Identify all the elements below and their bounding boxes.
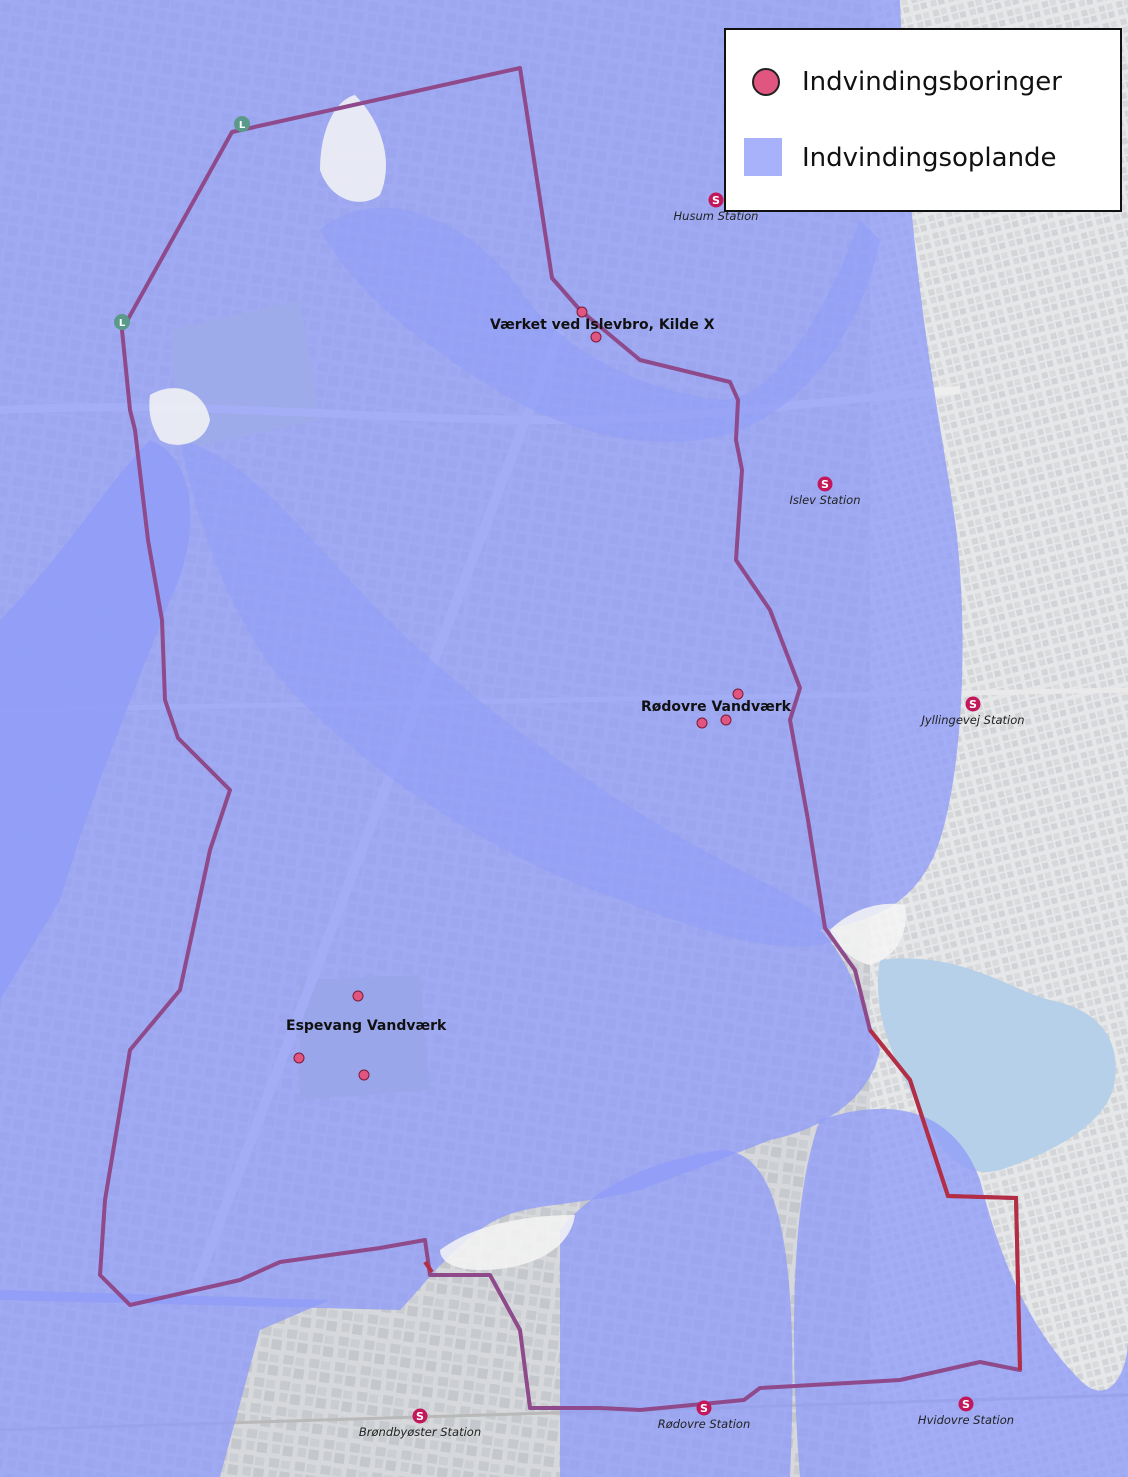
station-label: Jyllingevej Station	[919, 713, 1024, 727]
catchment-west-band[interactable]	[0, 440, 191, 1000]
station-label: Brøndbyøster Station	[359, 1425, 481, 1439]
station-marker[interactable]: S Brøndbyøster Station	[359, 1408, 481, 1440]
metro-stop: L	[114, 314, 130, 330]
uncovered-area	[440, 1215, 575, 1270]
station-marker[interactable]: S Rødovre Station	[658, 1400, 751, 1432]
well-point[interactable]	[696, 717, 708, 729]
well-point[interactable]	[576, 306, 588, 318]
svg-text:L: L	[239, 120, 246, 131]
s-train-letter: S	[962, 1398, 970, 1411]
catchment-south-1[interactable]	[560, 1150, 793, 1477]
uncovered-area	[149, 388, 210, 445]
legend-label-wells: Indvindingsboringer	[802, 67, 1062, 97]
station-label: Hvidovre Station	[918, 1413, 1014, 1427]
station-label: Islev Station	[790, 493, 861, 507]
map-legend: Indvindingsboringer Indvindingsoplande	[724, 28, 1122, 212]
s-train-icon	[817, 476, 833, 492]
well-symbol-icon	[752, 68, 780, 96]
well-point[interactable]	[590, 331, 602, 343]
catchment-symbol-icon	[744, 138, 782, 176]
catchment-main[interactable]	[0, 0, 963, 1310]
s-train-letter: S	[416, 1410, 424, 1423]
station-marker[interactable]: S Hvidovre Station	[918, 1396, 1014, 1428]
s-train-letter: S	[821, 478, 829, 491]
well-point[interactable]	[732, 688, 744, 700]
uncovered-area	[320, 95, 386, 202]
s-train-letter: S	[700, 1402, 708, 1415]
uncovered-area	[830, 903, 906, 965]
station-marker[interactable]: S Husum Station	[674, 192, 759, 224]
well-point[interactable]	[293, 1052, 305, 1064]
s-train-icon	[696, 1400, 712, 1416]
well-point[interactable]	[720, 714, 732, 726]
station-label: Rødovre Station	[658, 1417, 751, 1431]
s-train-icon	[965, 696, 981, 712]
municipality-boundary[interactable]	[98, 66, 1022, 1412]
metro-stop: L	[234, 116, 250, 132]
legend-label-catchment: Indvindingsoplande	[802, 143, 1057, 173]
s-train-letter: S	[712, 194, 720, 207]
well-point[interactable]	[358, 1069, 370, 1081]
waterworks-label: Værket ved Islevbro, Kilde X	[490, 317, 715, 333]
catchment-diagonal[interactable]	[180, 440, 840, 947]
catchment-north-arc[interactable]	[320, 207, 880, 442]
s-train-icon	[958, 1396, 974, 1412]
boundary-segment	[868, 1028, 1022, 1371]
boundary-segment	[423, 1260, 434, 1274]
waterworks-label: Rødovre Vandværk	[641, 699, 792, 715]
lake	[878, 958, 1116, 1172]
wells[interactable]	[293, 306, 744, 1081]
station-marker[interactable]: S Islev Station	[790, 476, 861, 508]
waterworks-label: Espevang Vandværk	[286, 1018, 447, 1034]
station-marker[interactable]: S Jyllingevej Station	[919, 696, 1025, 728]
station-label: Husum Station	[674, 209, 759, 223]
s-train-icon	[708, 192, 724, 208]
s-train-icon	[412, 1408, 428, 1424]
catchment-southwest[interactable]	[0, 1290, 330, 1477]
catchment-south-2[interactable]	[794, 1108, 1128, 1477]
well-point[interactable]	[352, 990, 364, 1002]
svg-text:L: L	[119, 318, 126, 329]
s-train-letter: S	[969, 698, 977, 711]
